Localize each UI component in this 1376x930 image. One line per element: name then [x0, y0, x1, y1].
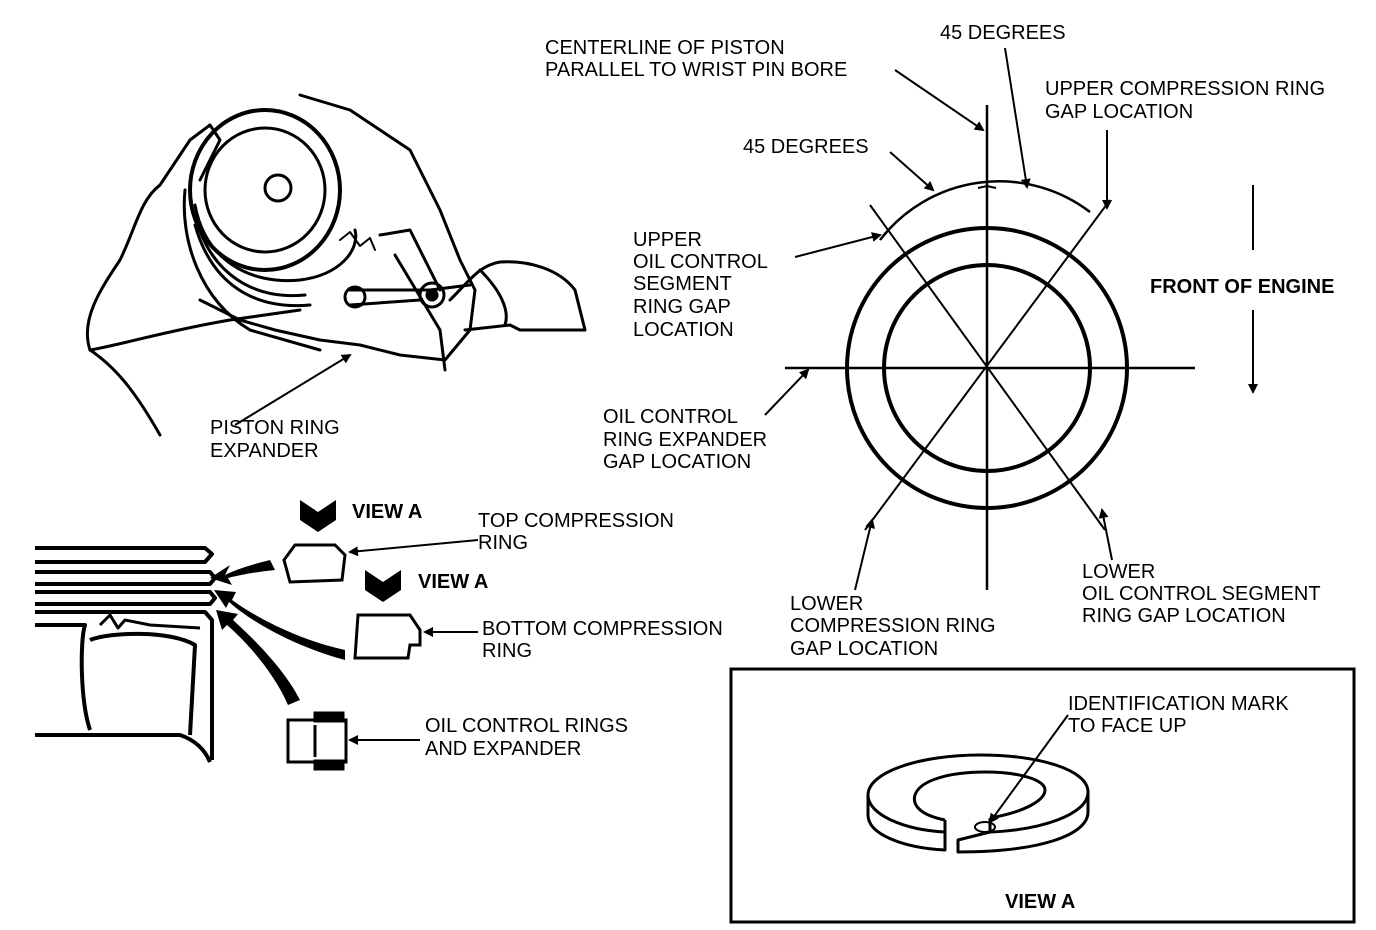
top-ring-leader	[348, 539, 479, 557]
lower-oil-segment-gap-label: LOWER OIL CONTROL SEGMENT RING GAP LOCAT…	[1082, 561, 1326, 627]
top-compression-ring-profile	[282, 543, 347, 584]
centerline-leader	[894, 69, 985, 132]
deg45-top-label: 45 DEGREES	[940, 22, 1066, 44]
oil-control-ring-profile	[286, 711, 348, 771]
top-compression-ring-label: TOP COMPRESSION RING	[478, 510, 680, 554]
deg45-left-label: 45 DEGREES	[743, 136, 869, 158]
upper-oil-segment-leader	[794, 232, 882, 258]
oil-expander-leader	[764, 368, 810, 416]
install-arrows	[210, 560, 345, 705]
oil-control-rings-label: OIL CONTROL RINGS AND EXPANDER	[425, 715, 634, 760]
view-a-chevron-icon-2	[365, 570, 401, 602]
lower-compression-leader	[854, 518, 875, 591]
view-a-marker-label-1: VIEW A	[352, 501, 422, 523]
front-of-engine-label: FRONT OF ENGINE	[1150, 276, 1334, 298]
lower-compression-gap-label: LOWER COMPRESSION RING GAP LOCATION	[790, 593, 1001, 660]
ring-expander-illustration	[85, 93, 587, 437]
piston-ring-expander-label: PISTON RING EXPANDER	[210, 417, 345, 462]
expander-leader	[234, 353, 352, 426]
bottom-compression-ring-label: BOTTOM COMPRESSION RING	[482, 618, 728, 662]
view-a-chevron-icon-1	[300, 500, 336, 532]
upper-oil-segment-gap-label: UPPER OIL CONTROL SEGMENT RING GAP LOCAT…	[633, 229, 773, 341]
id-mark-label: IDENTIFICATION MARK TO FACE UP	[1068, 693, 1294, 737]
upper-compression-gap-label: UPPER COMPRESSION RING GAP LOCATION	[1045, 78, 1331, 123]
bottom-compression-ring-profile	[353, 613, 422, 660]
centerline-label: CENTERLINE OF PISTON PARALLEL TO WRIST P…	[545, 37, 847, 81]
deg45-left-leader	[889, 151, 935, 192]
piston-section	[35, 546, 217, 763]
view-a-inset-title: VIEW A	[1005, 891, 1075, 913]
ring-gap-diagram	[785, 105, 1195, 590]
deg45-top-leader	[1004, 47, 1031, 189]
id-mark-leader	[988, 714, 1069, 824]
view-a-inset-frame	[729, 667, 1356, 924]
oil-expander-gap-label: OIL CONTROL RING EXPANDER GAP LOCATION	[603, 406, 773, 473]
lower-oil-segment-leader	[1098, 508, 1113, 561]
split-ring-illustration	[866, 753, 1090, 854]
view-a-marker-label-2: VIEW A	[418, 571, 488, 593]
